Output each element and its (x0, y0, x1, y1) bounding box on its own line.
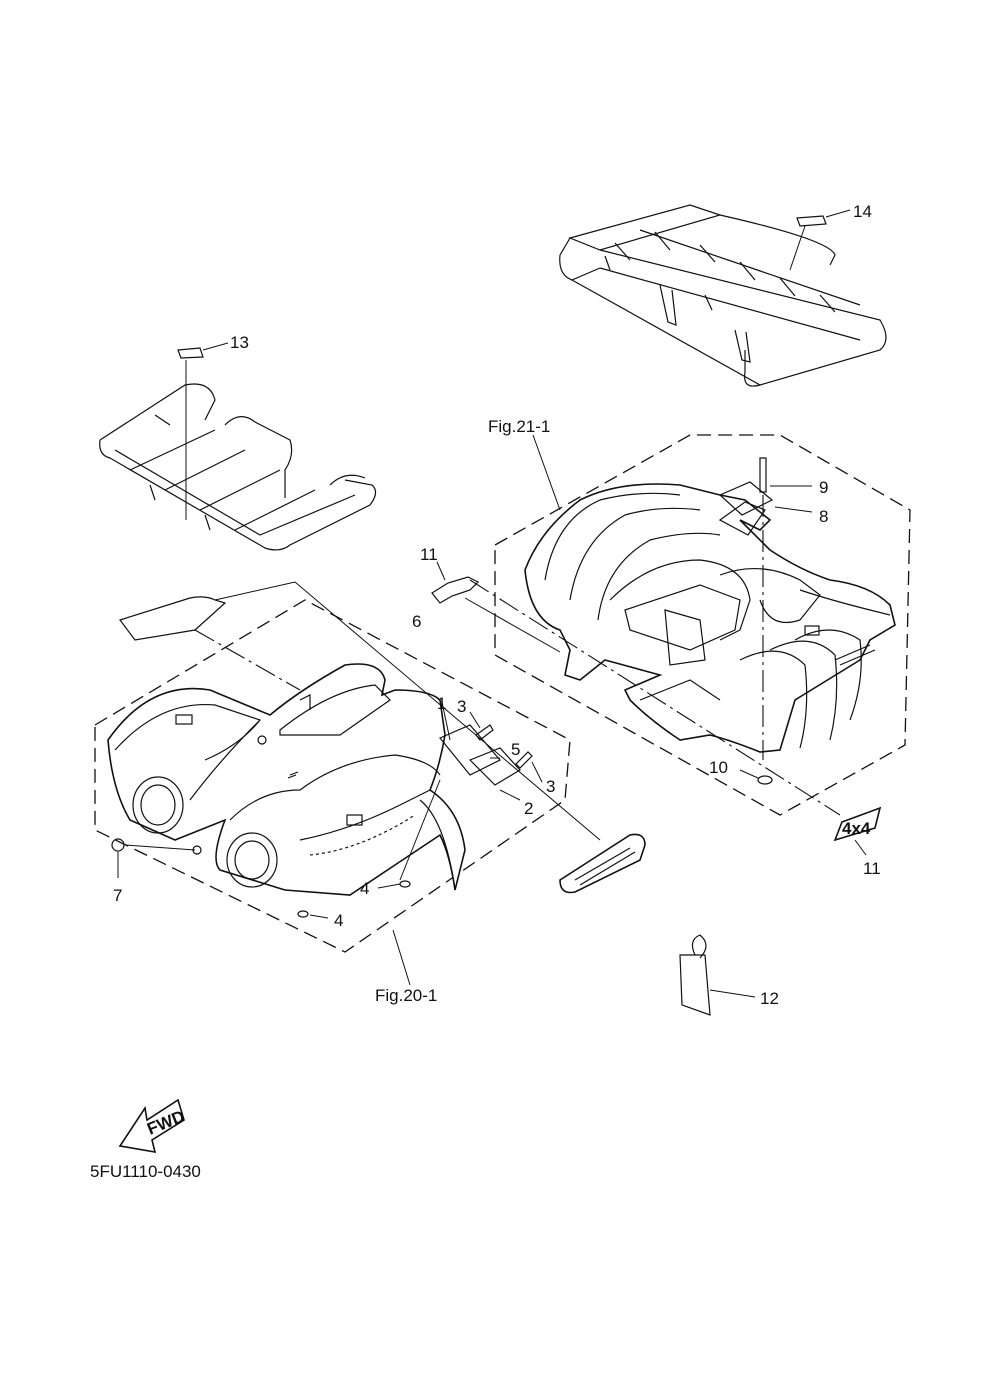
callout-11-top: 11 (420, 545, 438, 564)
label-14 (789, 209, 851, 271)
callout-14: 14 (853, 202, 872, 221)
callout-3-top: 3 (457, 697, 466, 716)
rear-fasteners (718, 457, 813, 785)
callout-2: 2 (524, 799, 533, 818)
washers-4 (297, 880, 411, 919)
rear-group-outline (494, 434, 911, 816)
callout-4-upper: 4 (360, 879, 369, 898)
front-group-outline (94, 599, 571, 953)
callout-6: 6 (412, 612, 421, 631)
emblem-chain-line (469, 579, 841, 816)
callout-4-lower: 4 (334, 911, 343, 930)
fig21-leader (532, 434, 561, 511)
small-parts-front (399, 701, 543, 881)
bracket-11 (431, 561, 561, 653)
rear-fender (524, 483, 896, 753)
callout-3-right: 3 (546, 777, 555, 796)
front-fender (107, 663, 466, 896)
callout-7: 7 (113, 886, 122, 905)
fwd-label: FWD (144, 1107, 187, 1139)
side-emblem-plate (559, 833, 646, 894)
fwd-arrow-icon: FWD (118, 1098, 187, 1153)
callout-1: 1 (437, 694, 446, 713)
step-mat (119, 596, 227, 641)
diagram-code: 5FU1110-0430 (90, 1162, 201, 1181)
tag-12 (679, 934, 756, 1016)
fig20-leader (392, 929, 411, 986)
callout-10: 10 (709, 758, 728, 777)
callout-13: 13 (230, 333, 249, 352)
figure-ref-rear: Fig.21-1 (488, 417, 550, 436)
mat-chain-line (194, 629, 301, 691)
emblem-text: 4x4 (842, 819, 871, 838)
callout-5: 5 (511, 740, 520, 759)
emblem-4x4: 4x4 (833, 806, 882, 856)
label-13 (177, 342, 229, 520)
callout-8: 8 (819, 507, 828, 526)
rear-carrier (559, 204, 887, 387)
front-carrier (99, 383, 377, 551)
figure-ref-front: Fig.20-1 (375, 986, 437, 1005)
callout-12: 12 (760, 989, 779, 1008)
callout-9: 9 (819, 478, 828, 497)
mat-frame (214, 581, 601, 841)
callout-11-emblem: 11 (863, 859, 881, 878)
grommet-7 (111, 838, 202, 878)
